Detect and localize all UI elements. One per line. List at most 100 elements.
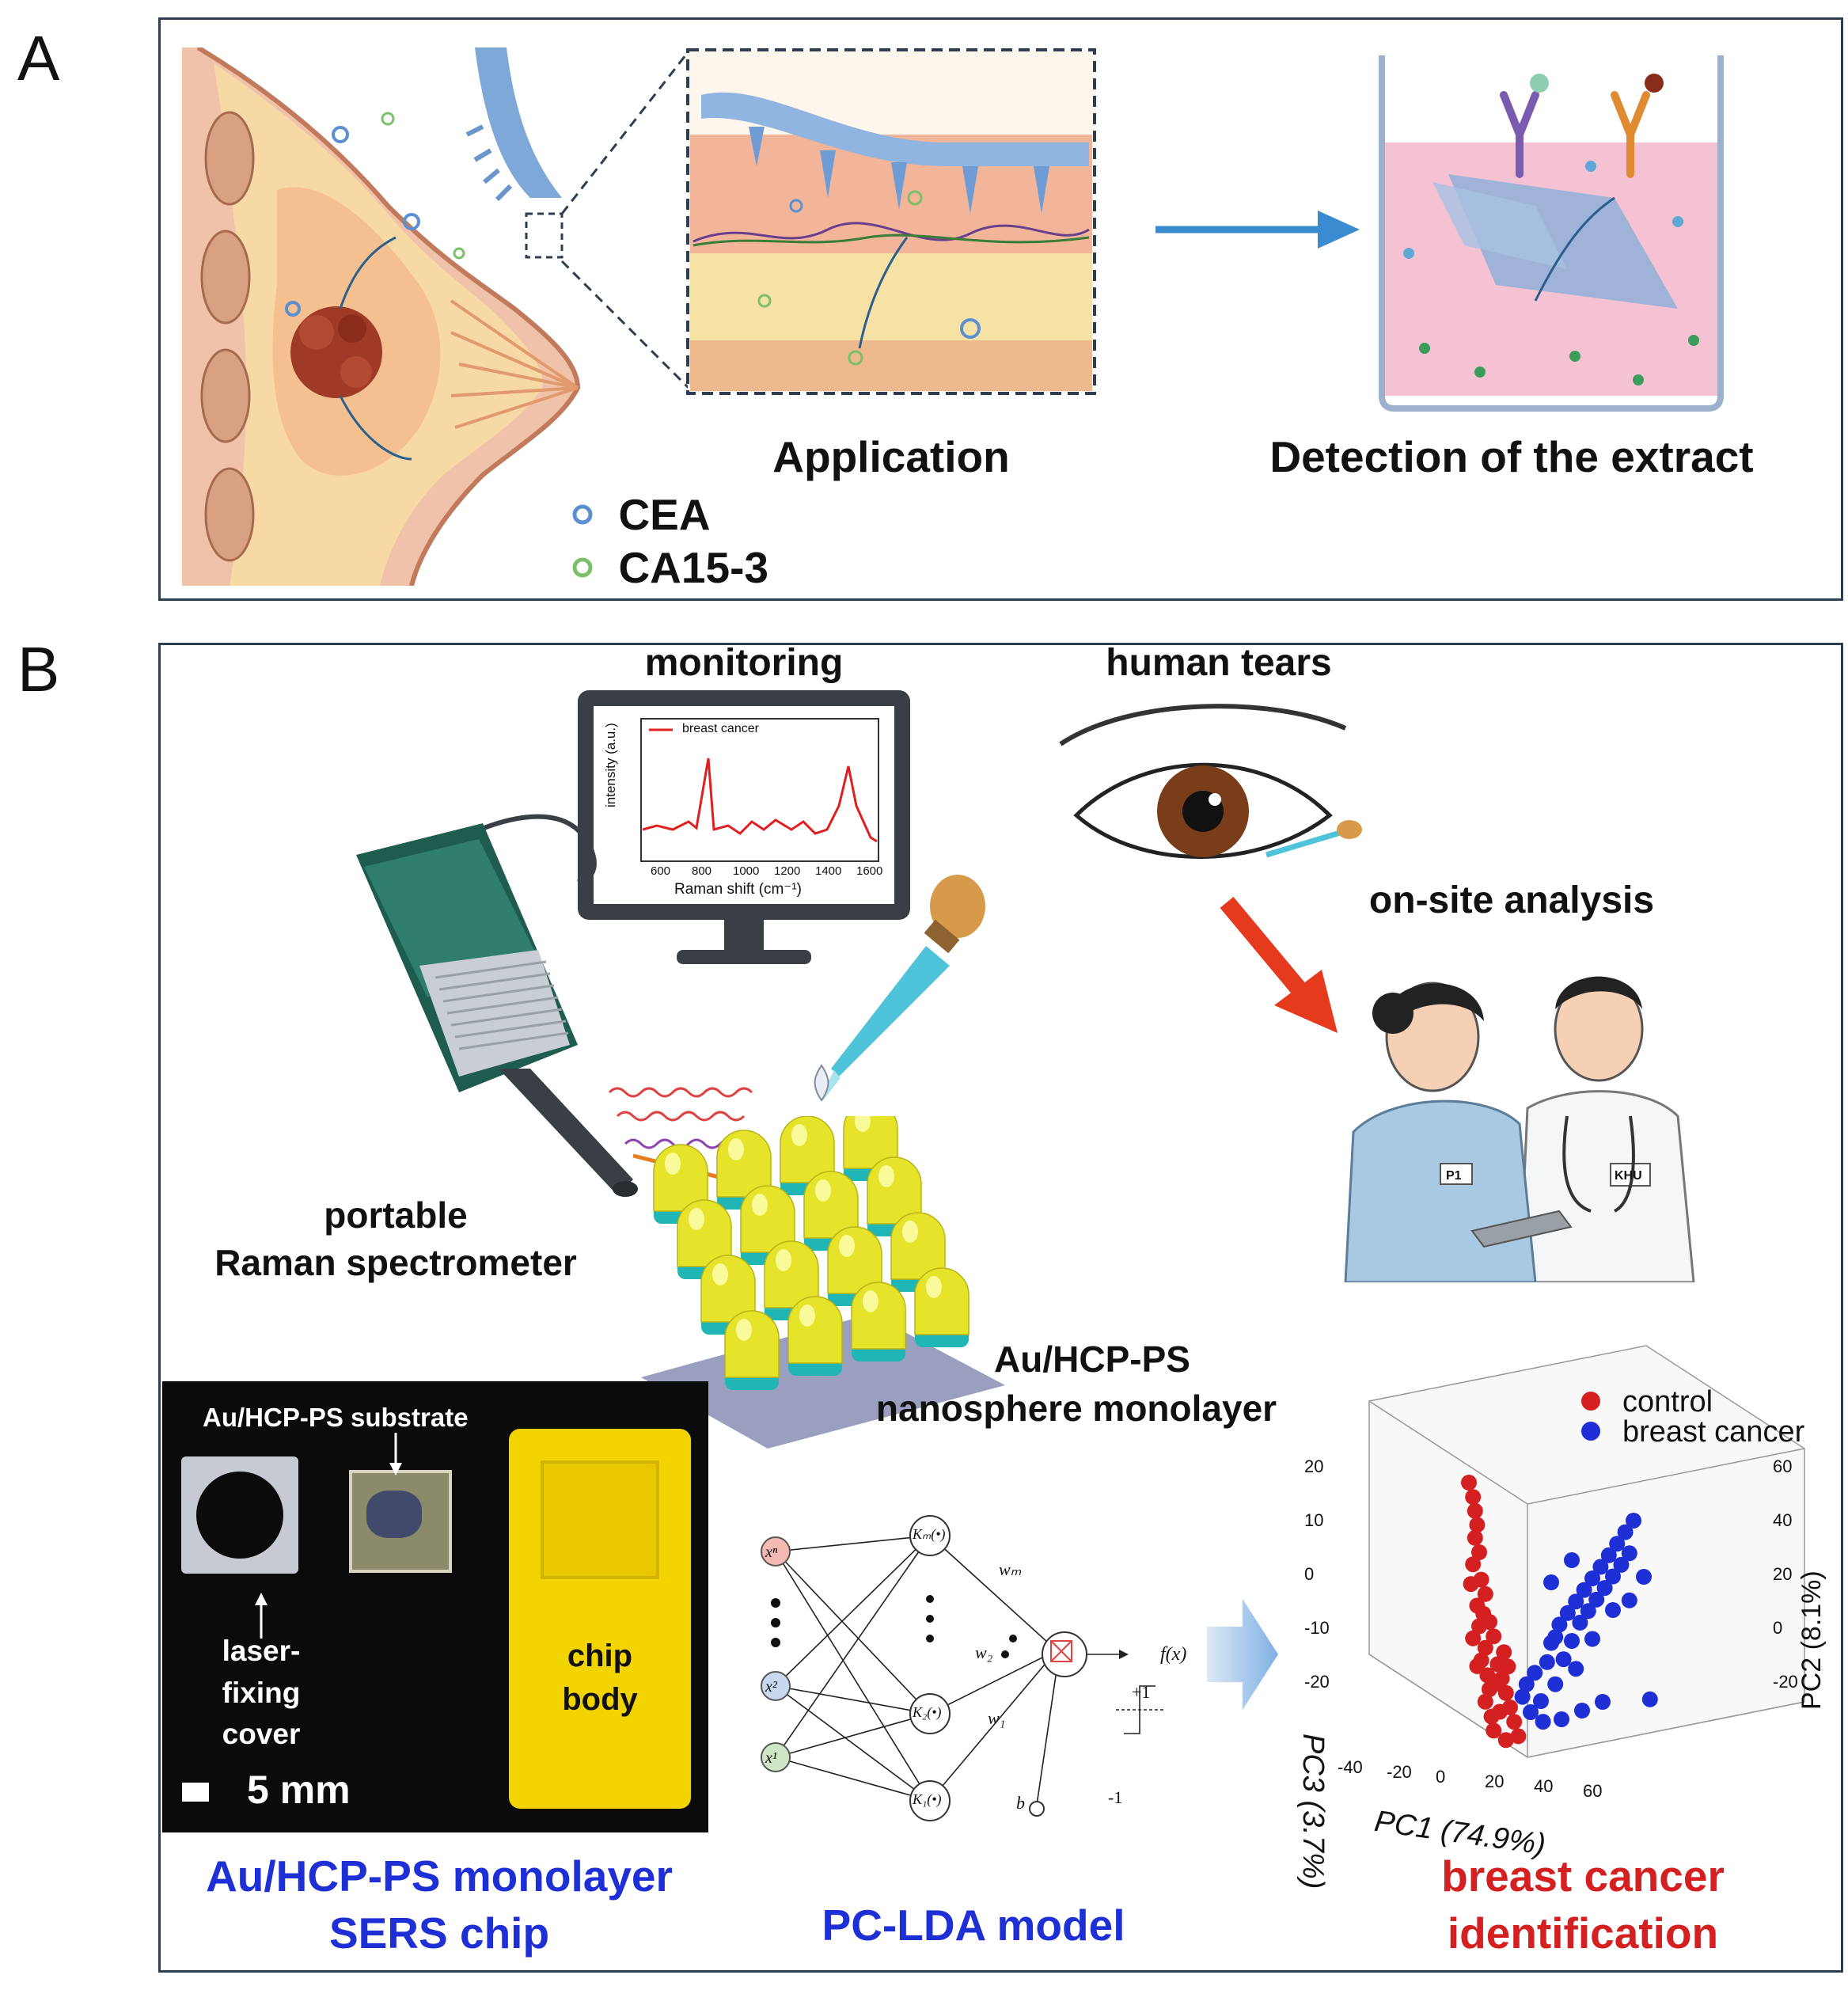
panel-b-letter: B: [17, 634, 60, 704]
breast-cancer-point: [1518, 1676, 1535, 1692]
monitor-screen: [594, 706, 894, 904]
control-point: [1500, 1658, 1516, 1675]
chip-well: [541, 1460, 659, 1579]
control-point: [1486, 1722, 1502, 1739]
nanosphere-monolayer-illustration: [641, 1116, 1005, 1449]
nano-label-2: nanosphere monolayer: [875, 1388, 1277, 1429]
nanosphere: [787, 1296, 843, 1376]
pc-lda-network-diagram: [761, 1515, 1163, 1821]
clinicians-illustration: [1344, 976, 1695, 1282]
model-caption: PC-LDA model: [822, 1901, 1125, 1950]
spectrometer-label-2: Raman spectrometer: [214, 1242, 577, 1283]
control-point: [1467, 1502, 1483, 1519]
chip-body: [509, 1429, 691, 1809]
pca-y-tick: -10: [1304, 1618, 1330, 1638]
step-minus-label: -1: [1108, 1787, 1123, 1807]
breast-cancer-point: [1523, 1704, 1539, 1720]
raman-spectrometer-illustration: [356, 814, 638, 1197]
legend-breast-cancer: breast cancer: [1622, 1415, 1805, 1449]
monitor-base: [677, 950, 811, 964]
spectrum-xlabel: Raman shift (cm⁻¹): [674, 881, 802, 898]
input-node-2: x²: [765, 1678, 777, 1696]
detection-label: Detection of the extract: [1269, 432, 1754, 481]
breast-cancer-point: [1559, 1605, 1576, 1621]
control-point: [1471, 1544, 1487, 1560]
microneedle-application-inset: [686, 48, 1096, 395]
substrate-pointer-arrow: [389, 1433, 402, 1475]
legend-ca153: CA15-3: [570, 542, 768, 593]
control-point: [1465, 1556, 1482, 1573]
nanosphere: [851, 1282, 906, 1361]
legend-control: control: [1622, 1385, 1713, 1418]
pca-z-tick: -20: [1773, 1672, 1798, 1692]
nano-label-1: Au/HCP-PS: [994, 1339, 1190, 1380]
breast-anatomy-illustration: [182, 47, 581, 586]
flow-arrow-icon: [1207, 1599, 1278, 1710]
breast-cancer-point: [1527, 1665, 1543, 1681]
breast-cancer-point: [1580, 1603, 1596, 1620]
breast-cancer-point: [1535, 1714, 1551, 1730]
chip-caption-1: Au/HCP-PS monolayer: [206, 1851, 673, 1901]
pca-z-tick: 40: [1773, 1510, 1793, 1530]
zoom-guide-lines: [560, 51, 690, 389]
cea-marker-icon: [572, 504, 593, 525]
control-point: [1469, 1517, 1486, 1533]
nurse-badge: P1: [1446, 1169, 1462, 1183]
breast-cancer-point: [1595, 1694, 1611, 1710]
kernel-node-m: Kₘ(•): [913, 1526, 946, 1542]
breast-cancer-point: [1543, 1574, 1559, 1590]
breast-cancer-point: [1605, 1568, 1621, 1585]
control-point: [1467, 1529, 1483, 1546]
spectrum-tick-label: 600: [651, 864, 671, 878]
eye-illustration: [1059, 704, 1362, 859]
control-point: [1477, 1639, 1493, 1656]
control-point: [1471, 1618, 1487, 1635]
pca-y-tick: 10: [1304, 1510, 1324, 1530]
spectrum-tick-label: 1400: [815, 864, 842, 878]
breast-cancer-point: [1588, 1591, 1605, 1608]
pca-z-tick: 20: [1773, 1564, 1793, 1584]
breast-cancer-point: [1636, 1569, 1652, 1585]
onsite-label: on-site analysis: [1368, 879, 1655, 921]
pca-3d-scatter: [1368, 1345, 1805, 1758]
control-point: [1477, 1693, 1493, 1710]
step-plus-label: +1: [1132, 1682, 1151, 1702]
control-point: [1469, 1658, 1486, 1674]
raman-spectrum-plot: [640, 718, 879, 862]
spectrum-ylabel: intensity (a.u.): [603, 723, 618, 807]
breast-cancer-point: [1568, 1593, 1584, 1610]
control-point: [1465, 1489, 1482, 1506]
monitor-stand: [724, 920, 764, 951]
weight-2: w₂: [975, 1643, 993, 1662]
control-point: [1497, 1732, 1514, 1749]
application-label: Application: [772, 432, 1010, 481]
weight-1: w₁: [988, 1708, 1006, 1728]
pca-x-tick: 40: [1534, 1776, 1554, 1796]
pca-z-tick: 0: [1773, 1618, 1783, 1638]
arrow-icon: [1155, 211, 1360, 249]
breast-cancer-point: [1574, 1703, 1590, 1718]
control-point: [1496, 1644, 1512, 1661]
scale-bar: [182, 1783, 209, 1802]
human-tears-label: human tears: [1106, 642, 1332, 684]
id-caption-1: breast cancer: [1441, 1851, 1725, 1901]
legend-ca153-label: CA15-3: [618, 543, 768, 592]
breast-cancer-point: [1641, 1691, 1658, 1707]
chip-label-2: body: [562, 1682, 638, 1717]
breast-cancer-point: [1564, 1552, 1580, 1568]
breast-cancer-point: [1609, 1536, 1626, 1552]
doctor-badge: KHU: [1615, 1169, 1642, 1183]
control-point: [1475, 1605, 1492, 1622]
breast-cancer-point: [1626, 1513, 1641, 1529]
panel-a-frame: [158, 17, 1843, 601]
breast-cancer-point: [1568, 1661, 1584, 1677]
breast-cancer-point: [1547, 1629, 1564, 1646]
substrate-label: Au/HCP-PS substrate: [203, 1403, 469, 1432]
nanosphere: [914, 1267, 970, 1347]
breast-cancer-point: [1533, 1693, 1549, 1709]
au-hcp-substrate: [349, 1470, 452, 1573]
pca-y-tick: 20: [1304, 1456, 1324, 1476]
